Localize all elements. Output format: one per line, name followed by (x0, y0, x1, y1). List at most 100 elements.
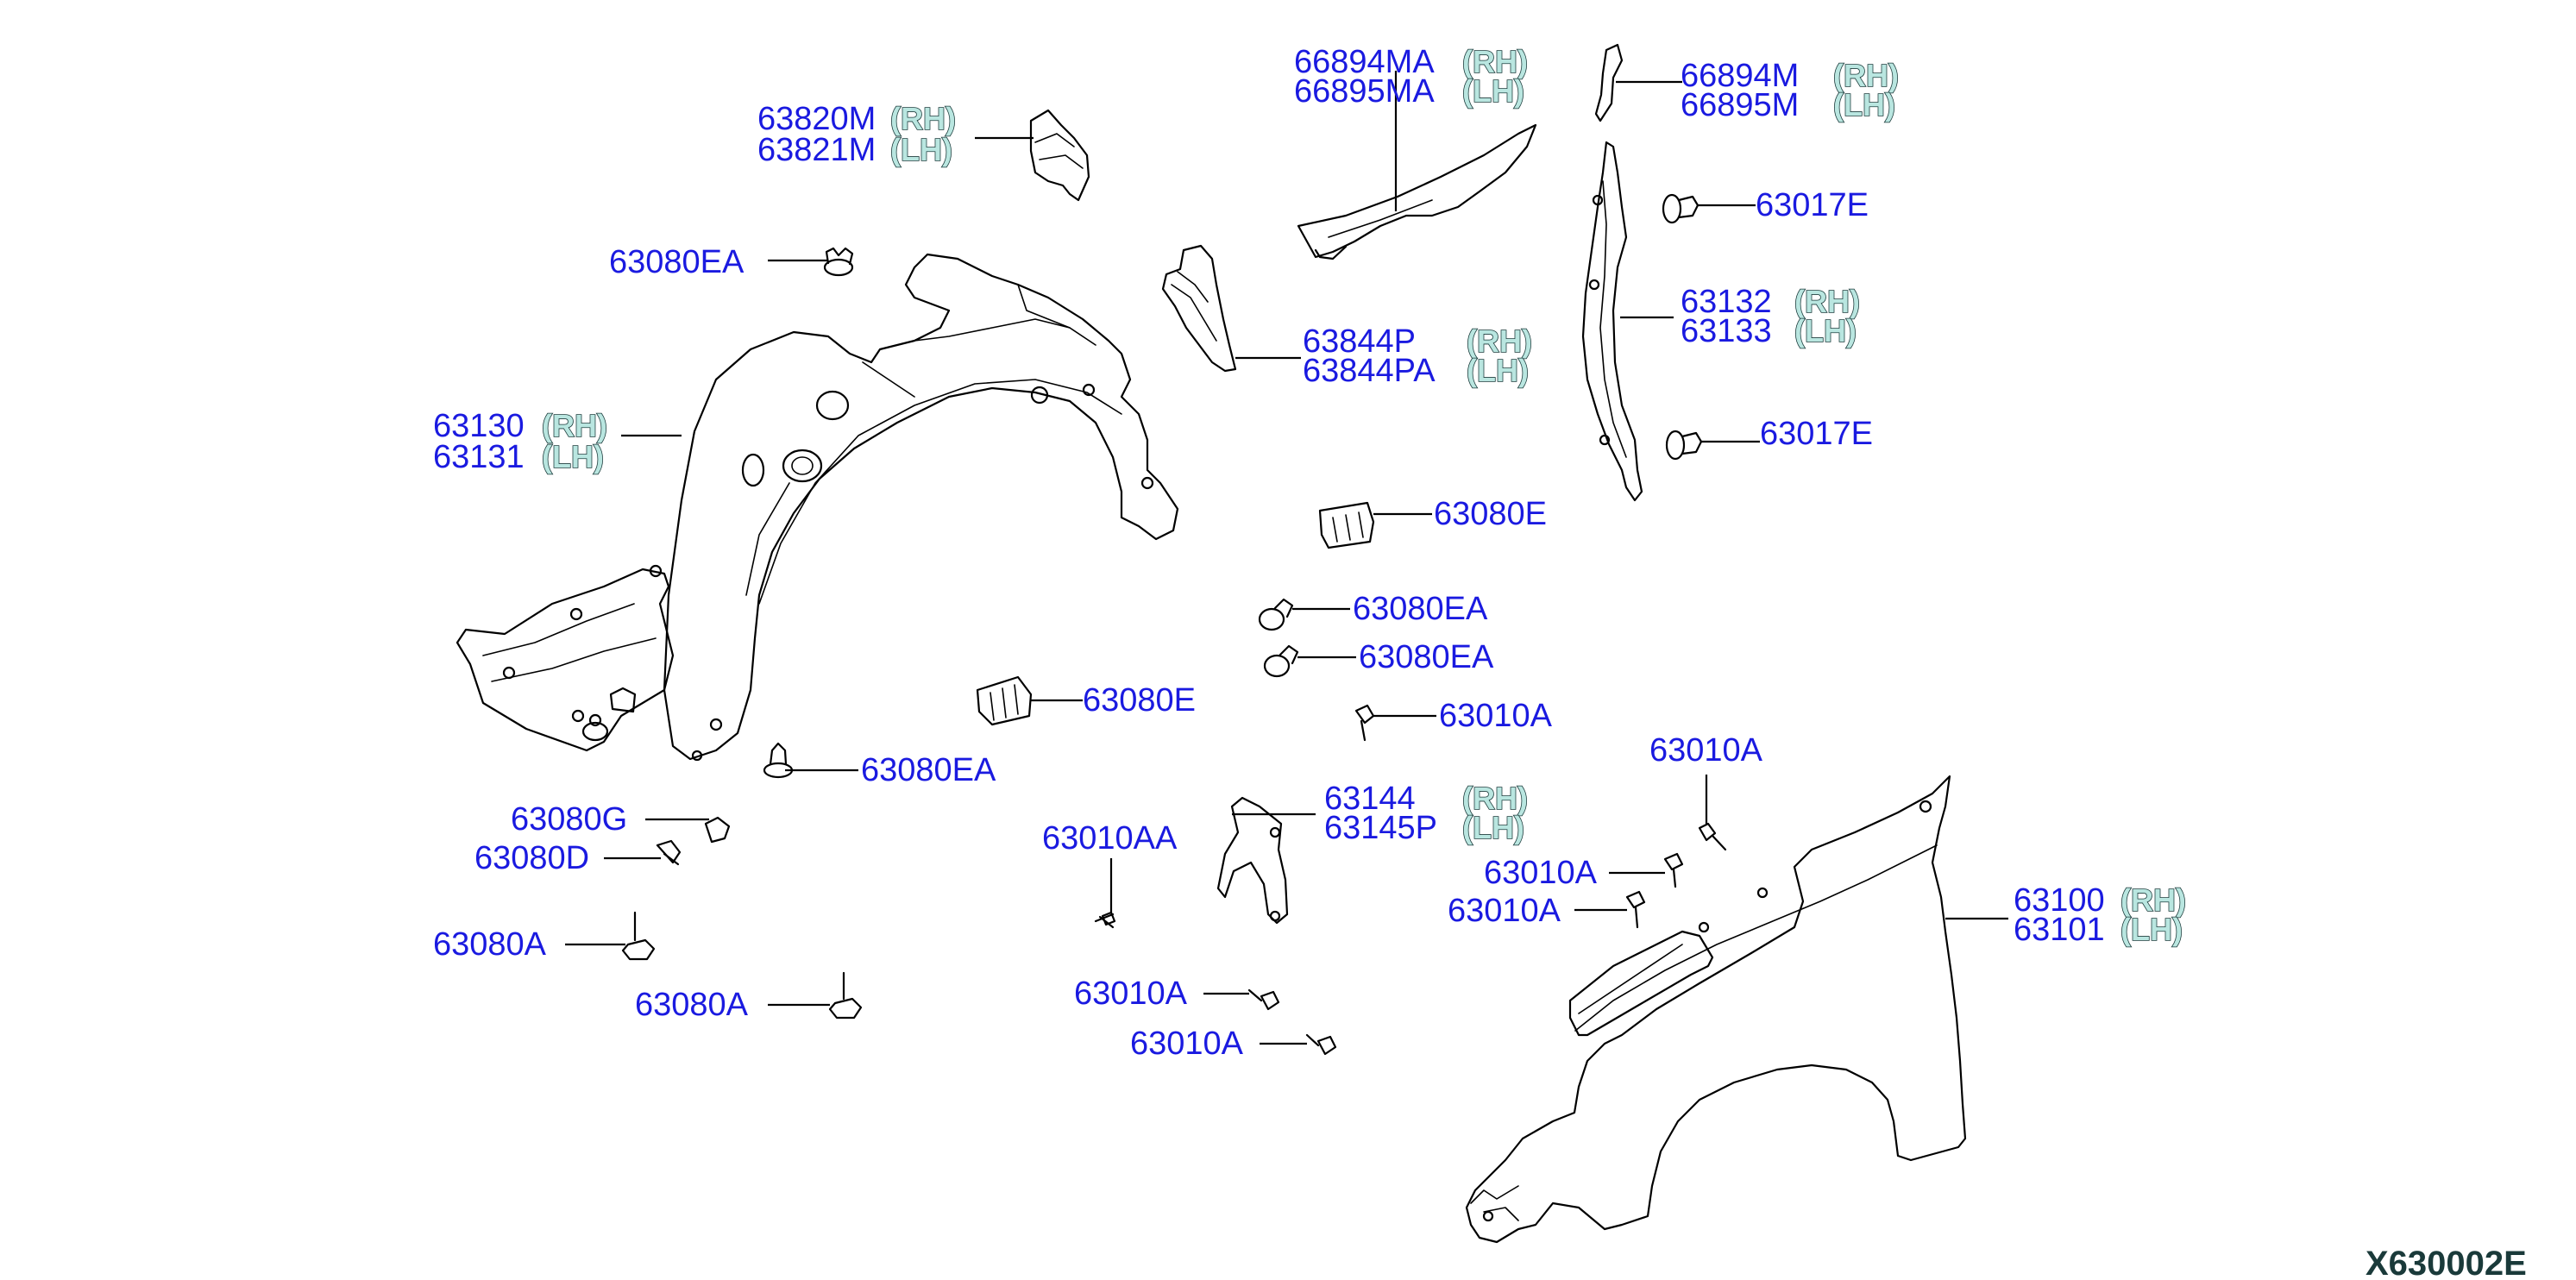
side-label: (LH) (542, 439, 604, 474)
bolt-fender-1-drawing (1663, 852, 1684, 888)
callout-clip-center-1: 63080EA (1353, 591, 1488, 627)
part-number: 66894M (1681, 58, 1799, 94)
part-number: 63010A (1130, 1026, 1244, 1062)
callout-clip-upper-right: 63017E (1756, 187, 1869, 223)
nut-g-drawing (704, 816, 731, 844)
callout-grommet-left: 63080E (1083, 682, 1196, 718)
callout-screw-d: 63080D (474, 840, 589, 876)
side-label: (RH) (542, 408, 607, 443)
part-number: 63080D (474, 840, 589, 876)
screw-d-drawing (656, 839, 682, 866)
front-fender-drawing (1465, 775, 1967, 1244)
callout-bolt-a-2: 63010A (1130, 1026, 1244, 1062)
part-number: 63820M (757, 101, 876, 137)
part-number: 63133 (1681, 313, 1772, 349)
part-number: 63010A (1649, 732, 1763, 769)
side-label: (LH) (1462, 73, 1524, 109)
callout-grommet-center: 63080E (1434, 496, 1547, 532)
side-label: (LH) (2120, 912, 2183, 947)
fender-cover-clip-drawing (1594, 43, 1624, 122)
callout-bolt-aa: 63010AA (1042, 820, 1178, 856)
part-number: 63844PA (1303, 353, 1436, 389)
fender-insulator-drawing (1161, 244, 1237, 373)
callout-fender-cover-upper: 66894MA (RH) 66895MA (LH) (1294, 43, 1529, 110)
side-label: (LH) (1833, 87, 1895, 122)
bolt-fender-top-drawing (1698, 822, 1727, 851)
part-number: 66895MA (1294, 73, 1435, 110)
clip-center-2-drawing (1263, 644, 1299, 678)
leader-lines (565, 71, 2008, 1045)
bolt-a-2-drawing (1305, 1033, 1337, 1056)
callout-clip-lower-right: 63017E (1760, 416, 1873, 452)
part-number: 63132 (1681, 284, 1772, 320)
part-number: 63144 (1324, 781, 1416, 817)
part-number: 63080G (511, 801, 627, 838)
part-number: 63080A (433, 926, 547, 963)
callout-bolt-a-1: 63010A (1074, 976, 1188, 1012)
clip-upper-left-drawing (823, 247, 854, 277)
callout-bolt-center: 63010A (1439, 698, 1553, 734)
side-label: (RH) (1794, 284, 1860, 319)
part-number: 63010A (1439, 698, 1553, 734)
side-label: (RH) (2120, 882, 2186, 918)
callout-bolt-a-mid: 63080A (635, 987, 749, 1023)
part-number: 63017E (1760, 416, 1873, 452)
part-number: 63080E (1434, 496, 1547, 532)
side-label: (RH) (1467, 323, 1532, 359)
side-label: (RH) (890, 101, 956, 136)
grommet-center-drawing (1318, 501, 1375, 549)
side-label: (LH) (1794, 313, 1857, 348)
callout-fender-insulator: 63844P (RH) 63844PA (LH) (1303, 323, 1533, 389)
part-number: 63010AA (1042, 820, 1178, 856)
part-number: 63017E (1756, 187, 1869, 223)
callout-fender-bracket: 63144 (RH) 63145P (LH) (1324, 780, 1529, 846)
part-number: 63821M (757, 132, 876, 168)
part-number: 63130 (433, 408, 525, 444)
part-number: 63080EA (609, 244, 745, 280)
diagram-ref-code: X630002E (2366, 1245, 2527, 1280)
bolt-a-1-drawing (1247, 988, 1280, 1011)
fender-seal-drawing (1581, 141, 1643, 502)
side-label: (RH) (1462, 44, 1528, 79)
callout-clip-center-2: 63080EA (1359, 639, 1494, 675)
part-number: 63010A (1074, 976, 1188, 1012)
bolt-fender-2-drawing (1625, 890, 1646, 929)
callout-nut-g: 63080G (511, 801, 627, 838)
callout-clip-upper-left: 63080EA (609, 244, 745, 280)
part-number: 63010A (1448, 893, 1561, 929)
callout-wheel-arch-liner-bracket: 63820M (RH) 63821M (LH) (757, 100, 957, 168)
liner-bracket-drawing (1029, 109, 1090, 202)
bolt-a-left-drawing (621, 911, 656, 961)
part-number: 66894MA (1294, 44, 1435, 80)
part-number: 63100 (2014, 882, 2105, 919)
side-label: (LH) (1467, 353, 1529, 388)
part-number: 63080EA (1359, 639, 1494, 675)
part-number: 63080EA (1353, 591, 1488, 627)
part-number: 63131 (433, 439, 525, 475)
callout-bolt-fender-1: 63010A (1484, 855, 1598, 891)
side-label: (RH) (1833, 58, 1899, 93)
callout-fender-cover-clip: 66894M (RH) 66895M (LH) (1681, 57, 1900, 123)
side-label: (LH) (890, 132, 952, 167)
fender-cover-upper-drawing (1297, 123, 1537, 260)
clip-lower-left-drawing (763, 742, 794, 779)
side-label: (RH) (1462, 781, 1528, 816)
bolt-aa-drawing (1094, 911, 1116, 929)
grommet-left-drawing (976, 675, 1033, 726)
part-number: 63010A (1484, 855, 1598, 891)
part-number: 63080EA (861, 752, 996, 788)
part-number: 63844P (1303, 323, 1416, 360)
bolt-a-mid-drawing (828, 971, 863, 1020)
callout-bolt-fender-2: 63010A (1448, 893, 1561, 929)
part-number: 63080A (635, 987, 749, 1023)
callout-bolt-a-left: 63080A (433, 926, 547, 963)
side-label: (LH) (1462, 810, 1524, 845)
callout-front-fender-protector: 63130 (RH) 63131 (LH) (433, 407, 608, 475)
front-fender-protector-drawing (456, 253, 1179, 762)
callout-fender-seal: 63132 (RH) 63133 (LH) (1681, 283, 1861, 349)
callout-bolt-fender-top: 63010A (1649, 732, 1763, 769)
part-number: 63080E (1083, 682, 1196, 718)
part-number: 66895M (1681, 87, 1799, 123)
part-number: 63101 (2014, 912, 2105, 948)
